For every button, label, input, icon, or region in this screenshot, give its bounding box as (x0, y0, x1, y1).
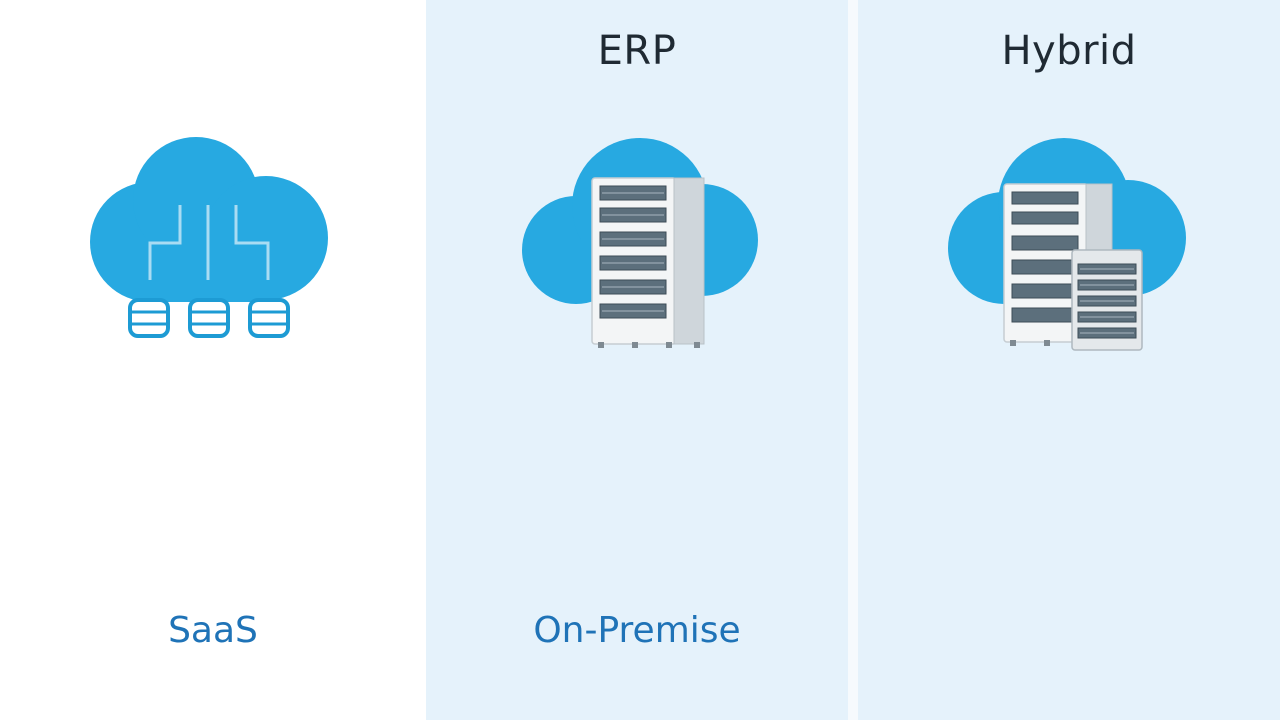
cloud-hybrid-servers-icon (948, 138, 1186, 351)
server-tower-icon (1003, 183, 1113, 346)
saas-label: SaaS (168, 610, 258, 651)
hybrid-panel: Hybrid (858, 0, 1280, 720)
server-rack-icon (591, 177, 705, 348)
on-premise-label: On-Premise (533, 610, 741, 651)
server-unit-icon (1071, 249, 1143, 351)
erp-heading: ERP (597, 28, 677, 74)
panel-divider (848, 0, 858, 720)
saas-panel: SaaS (0, 0, 426, 720)
cloud-server-rack-icon (522, 138, 758, 348)
database-icon (128, 298, 290, 338)
on-premise-panel: ERP (426, 0, 848, 720)
hybrid-heading: Hybrid (1001, 28, 1137, 74)
cloud-database-icon (90, 137, 328, 338)
